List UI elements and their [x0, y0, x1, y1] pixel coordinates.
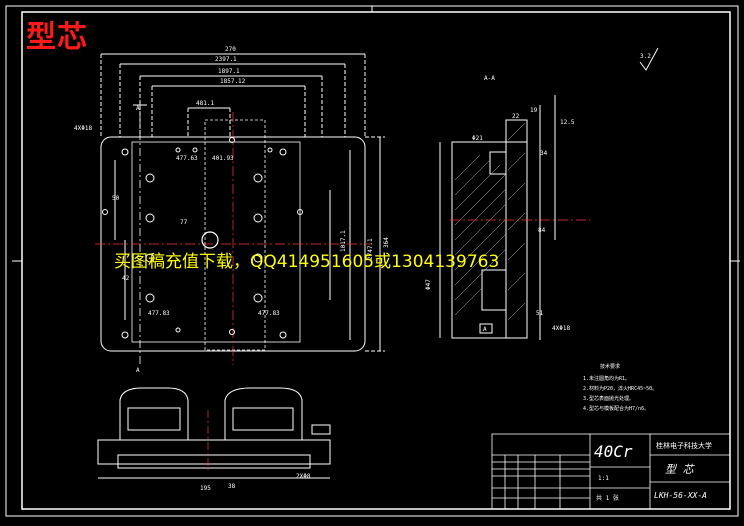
sec-dim-h: Φ21 — [472, 135, 483, 142]
dim-d3: 1857.12 — [220, 78, 246, 85]
dim-d4: 481.1 — [196, 100, 214, 107]
section-mark-bottom: A — [136, 367, 140, 374]
sec-dim-a: 22 — [512, 113, 520, 120]
title-drawing-no: LKH-56-XX-A — [654, 491, 707, 500]
front-dim-text: 195 38 2XΦ8 — [200, 473, 311, 492]
dim-v1: 2747.1 — [367, 238, 374, 260]
sec-dim-b: 19 — [530, 107, 538, 114]
sec-dim-e: 84 — [538, 227, 546, 234]
title-school: 桂林电子科技大学 — [656, 441, 712, 450]
dim-d2: 1897.1 — [218, 68, 240, 75]
front-dim-w: 195 — [200, 485, 211, 492]
section-text: A-A 22 19 34 12.5 84 51 4XΦ18 Φ21 Φ47 A — [425, 75, 575, 333]
title-sheet: 共 1 张 — [596, 494, 619, 502]
front-view — [97, 387, 331, 479]
section-mark-top: A — [136, 105, 140, 112]
dim-d6: 401.93 — [212, 155, 234, 162]
roughness-text: 3.2 — [640, 53, 651, 60]
dim-d9: 477.83 — [258, 310, 280, 317]
section-title: A-A — [484, 75, 495, 82]
sec-dim-d: 12.5 — [560, 119, 575, 126]
sec-dim-g: 4XΦ18 — [552, 325, 570, 332]
note-line: 3.型芯表面抛光处理。 — [583, 395, 634, 402]
watermark-text: 买图稿充值下载，QQ414951605或1304139763 — [114, 252, 500, 272]
note-line: 1.未注圆角均为R1。 — [583, 375, 630, 382]
plan-view — [95, 53, 385, 365]
front-dim-hole: 2XΦ8 — [296, 473, 311, 480]
dim-overall: 270 — [225, 46, 236, 53]
dim-v6: 77 — [180, 219, 188, 226]
dim-v4: 50 — [112, 195, 120, 202]
dim-v2: 1017.1 — [340, 230, 347, 252]
datum-label: A — [483, 326, 487, 333]
dim-d5: 477.63 — [176, 155, 198, 162]
sec-dim-f: 51 — [536, 310, 544, 317]
dim-v5: 42 — [122, 275, 130, 282]
sec-dim-c: 34 — [540, 150, 548, 157]
page-title: 型芯 — [26, 20, 88, 55]
title-block — [491, 433, 731, 510]
front-dim-h: 38 — [228, 483, 236, 490]
dim-d1: 2397.1 — [215, 56, 237, 63]
tech-notes: 技术要求 1.未注圆角均为R1。 2.材料为P20，淬火HRC45~50。 3.… — [583, 363, 657, 412]
dim-v3: 364 — [383, 237, 390, 248]
title-scale: 1:1 — [598, 475, 609, 482]
title-part-name: 型 芯 — [665, 463, 696, 476]
title-material: 40Cr — [594, 442, 633, 461]
section-view — [439, 95, 590, 340]
note-line: 2.材料为P20，淬火HRC45~50。 — [583, 385, 657, 392]
plan-holes — [102, 137, 303, 339]
dim-hole: 4XΦ18 — [74, 125, 92, 132]
dim-d8: 477.83 — [148, 310, 170, 317]
notes-title: 技术要求 — [600, 363, 620, 370]
roughness-symbol — [639, 47, 659, 71]
plan-dim-text: 270 2397.1 1897.1 1857.12 481.1 477.63 4… — [74, 46, 390, 374]
note-line: 4.型芯与模板配合为H7/n6。 — [583, 405, 649, 412]
sec-dim-i: Φ47 — [425, 279, 432, 290]
